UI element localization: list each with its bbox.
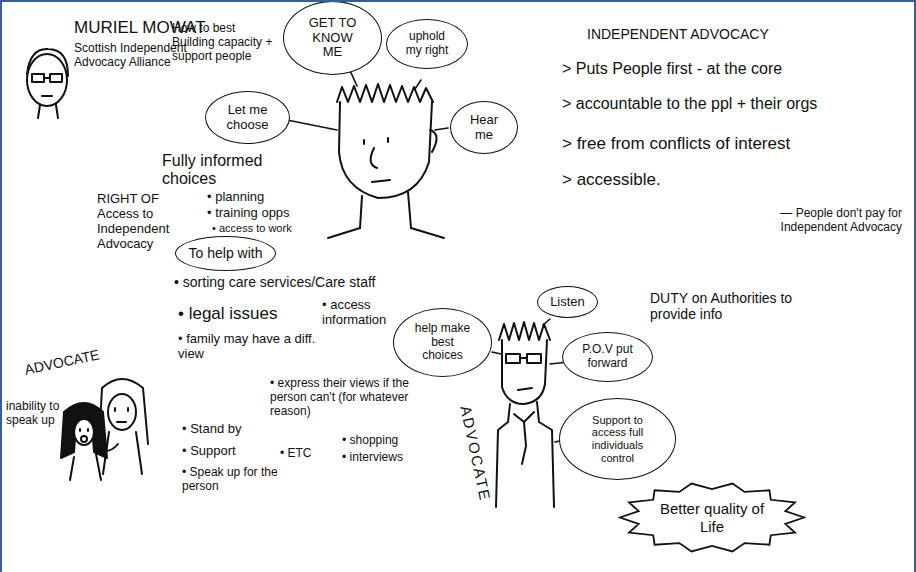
- speaker-portrait: [27, 49, 68, 118]
- bullet-item: • family may have a diff. view: [178, 332, 318, 362]
- bullet-item: • ETC: [280, 447, 312, 461]
- side-note: — People don't pay for Independent Advoc…: [742, 207, 902, 235]
- principle-item: > accessible.: [562, 170, 661, 190]
- bullet-item: • shopping: [342, 434, 398, 448]
- advocate-and-person: [61, 379, 148, 480]
- topic-note: How to best Building capacity + support …: [172, 22, 280, 63]
- note-text: Fully informed choices: [162, 152, 287, 189]
- node-text: GET TO KNOW ME: [302, 16, 364, 61]
- speech-bubble: GET TO KNOW ME: [283, 1, 382, 75]
- figure-label: ADVOCATE: [457, 404, 494, 503]
- bullet-item: • Stand by: [182, 422, 241, 437]
- node-text: Let me choose: [222, 103, 274, 133]
- principle-item: > free from conflicts of interest: [562, 134, 790, 154]
- advocate-figure: [496, 322, 554, 507]
- speech-bubble: uphold my right: [386, 19, 468, 69]
- speech-bubble: Support to access full individuals contr…: [559, 398, 676, 480]
- node-text: uphold my right: [402, 30, 452, 58]
- bullet-item: • Support: [182, 444, 236, 459]
- figure-label: inability to speak up: [6, 400, 60, 428]
- section-heading: INDEPENDENT ADVOCACY: [587, 26, 769, 42]
- bullet-item: • planning: [207, 190, 264, 205]
- node-text: P.O.V put forward: [580, 343, 636, 371]
- speech-bubble: P.O.V put forward: [562, 332, 653, 382]
- bullet-item: • legal issues: [178, 304, 278, 324]
- principle-item: > accountable to the ppl + their orgs: [562, 95, 817, 113]
- node-text: Hear me: [464, 113, 504, 143]
- speech-bubble: help make best choices: [393, 308, 492, 377]
- node-text: help make best choices: [412, 322, 474, 363]
- section-heading: RIGHT OF Access to Independent Advocacy: [97, 192, 185, 252]
- bullet-item: • training opps: [207, 206, 290, 221]
- bullet-item: • express their views if the person can'…: [270, 377, 420, 418]
- circled-heading: To help with: [175, 236, 276, 271]
- node-text: To help with: [189, 245, 263, 261]
- node-text: Listen: [550, 295, 585, 310]
- note-text: DUTY on Authorities to provide info: [650, 290, 800, 322]
- person-head: [328, 84, 444, 238]
- bullet-item: • sorting care services/Care staff: [174, 274, 389, 290]
- starburst-shape: [620, 484, 804, 552]
- node-text: Support to access full individuals contr…: [580, 414, 655, 465]
- speech-bubble: Listen: [537, 286, 598, 318]
- bullet-item: • interviews: [342, 451, 403, 465]
- starburst-node: Better quality of Life: [618, 482, 806, 553]
- speech-bubble: Let me choose: [205, 91, 290, 144]
- speech-bubble: Hear me: [450, 101, 518, 154]
- figure-label: ADVOCATE: [23, 346, 101, 378]
- principle-item: > Puts People first - at the core: [562, 60, 782, 78]
- node-text: Better quality of Life: [657, 500, 767, 535]
- bullet-item: • Speak up for the person: [182, 466, 287, 494]
- bullet-item: • access information: [322, 298, 407, 328]
- bullet-item: • access to work: [212, 222, 292, 235]
